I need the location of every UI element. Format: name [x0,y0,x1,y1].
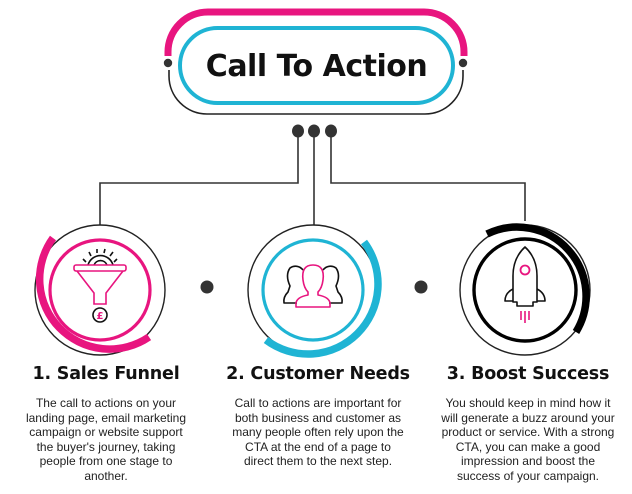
step-1-inner-ring [48,238,152,342]
separator-dot-1 [200,280,214,294]
step-description: Call to actions are important for both b… [232,396,404,469]
step-3-accent-arc [485,223,590,334]
banner-top-arc [164,8,468,56]
step-heading: 3. Boost Success [446,364,610,384]
step-3-inner-ring [472,237,578,343]
step-boost-success: 3. Boost Success You should keep in mind… [430,364,626,484]
step-1-accent-arc [35,235,152,353]
banner-bottom-arc [168,70,464,115]
banner-left-dot [163,58,173,68]
connector-dot-left [292,124,304,138]
title-pill [178,26,455,105]
connector-dot-center [308,124,320,138]
connector-left [99,131,299,225]
people-group-icon [283,264,343,308]
step-2-badge [247,224,382,358]
step-1-badge: £ [34,224,166,356]
svg-text:£: £ [97,311,104,322]
step-1-outer-ring [34,224,166,356]
step-description: You should keep in mind how it will gene… [441,396,615,483]
funnel-gear-pound-icon: £ [73,248,127,323]
step-customer-needs: 2. Customer Needs Call to actions are im… [220,364,416,469]
separator-dot-2 [414,280,428,294]
connectors [99,131,526,225]
step-3-outer-ring [459,224,591,356]
page-title: Call To Action [205,48,428,84]
connector-right [330,131,526,221]
banner-right-dot [458,58,468,68]
rocket-icon [504,246,546,323]
title-banner [163,8,468,115]
step-2-accent-arc [263,239,382,358]
step-2-inner-ring [261,238,365,342]
step-description: The call to actions on your landing page… [25,396,187,483]
connector-dot-right [325,124,337,138]
step-heading: 2. Customer Needs [226,364,410,384]
step-sales-funnel: 1. Sales Funnel The call to actions on y… [8,364,204,484]
step-heading: 1. Sales Funnel [32,364,180,384]
step-3-badge [459,223,591,356]
